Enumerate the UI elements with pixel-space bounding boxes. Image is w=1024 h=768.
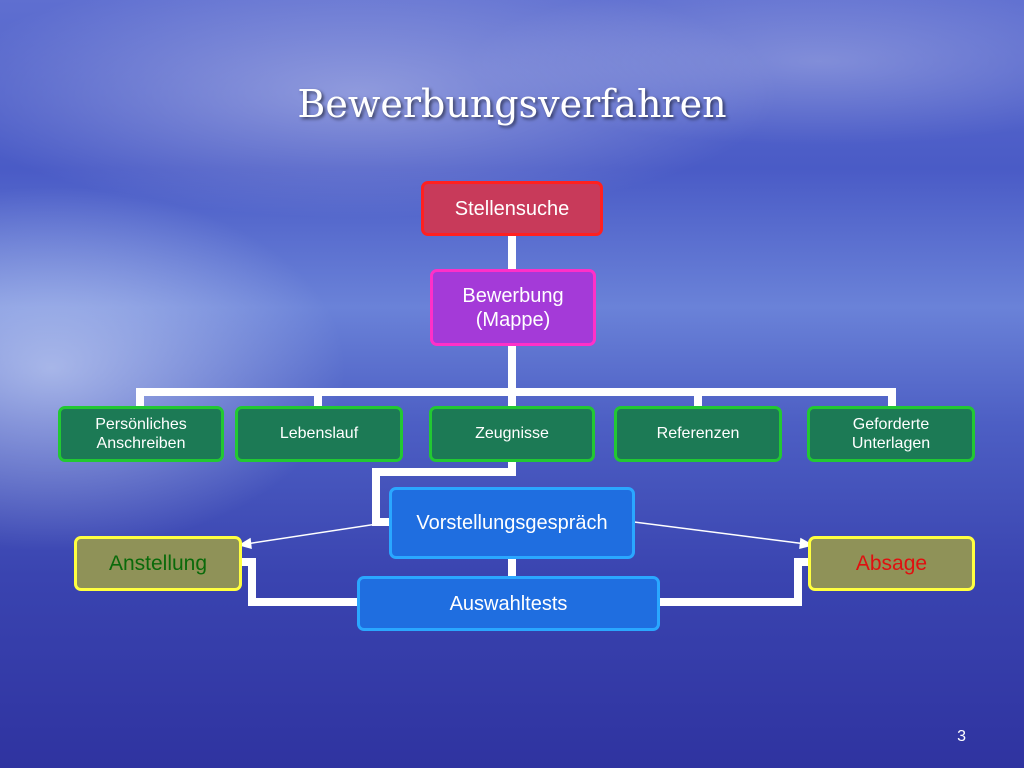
node-bewerbung-label-1: Bewerbung (462, 284, 564, 307)
node-lebenslauf: Lebenslauf (235, 406, 403, 462)
node-anstellung-label: Anstellung (108, 551, 208, 575)
arrow-to-absage (633, 521, 807, 545)
node-bewerbung: Bewerbung (Mappe) (430, 269, 596, 346)
node-anschreiben-label-2: Anschreiben (96, 435, 186, 452)
node-vorstellungsgespraech-label: Vorstellungsgespräch (416, 512, 608, 534)
node-referenzen-label: Referenzen (656, 425, 740, 443)
node-vorstellungsgespraech: Vorstellungsgespräch (389, 487, 635, 559)
connector-anstellung-auswahltests (242, 558, 358, 606)
node-zeugnisse-label: Zeugnisse (475, 425, 549, 443)
node-anschreiben: Persönliches Anschreiben (58, 406, 224, 462)
node-unterlagen-label-2: Unterlagen (851, 435, 931, 452)
connector-absage-auswahltests (660, 558, 808, 606)
connector-zeugnisse-vorstellung (372, 462, 516, 526)
node-stellensuche-label: Stellensuche (454, 197, 570, 220)
page-title: Bewerbungsverfahren (297, 82, 727, 126)
arrowhead-anstellung (238, 537, 252, 550)
node-anstellung: Anstellung (74, 536, 242, 591)
node-auswahltests-label: Auswahltests (449, 592, 568, 615)
node-anschreiben-label-1: Persönliches (95, 415, 187, 433)
node-unterlagen-label-1: Geforderte (852, 415, 930, 433)
node-stellensuche: Stellensuche (421, 181, 603, 236)
node-bewerbung-label-2: (Mappe) (475, 308, 551, 331)
node-absage-label: Absage (855, 551, 928, 575)
node-zeugnisse: Zeugnisse (429, 406, 595, 462)
arrow-to-anstellung (245, 521, 391, 545)
node-auswahltests: Auswahltests (357, 576, 660, 631)
node-unterlagen: Geforderte Unterlagen (807, 406, 975, 462)
page-number: 3 (957, 728, 966, 745)
node-absage: Absage (808, 536, 975, 591)
node-referenzen: Referenzen (614, 406, 782, 462)
node-lebenslauf-label: Lebenslauf (279, 425, 359, 443)
